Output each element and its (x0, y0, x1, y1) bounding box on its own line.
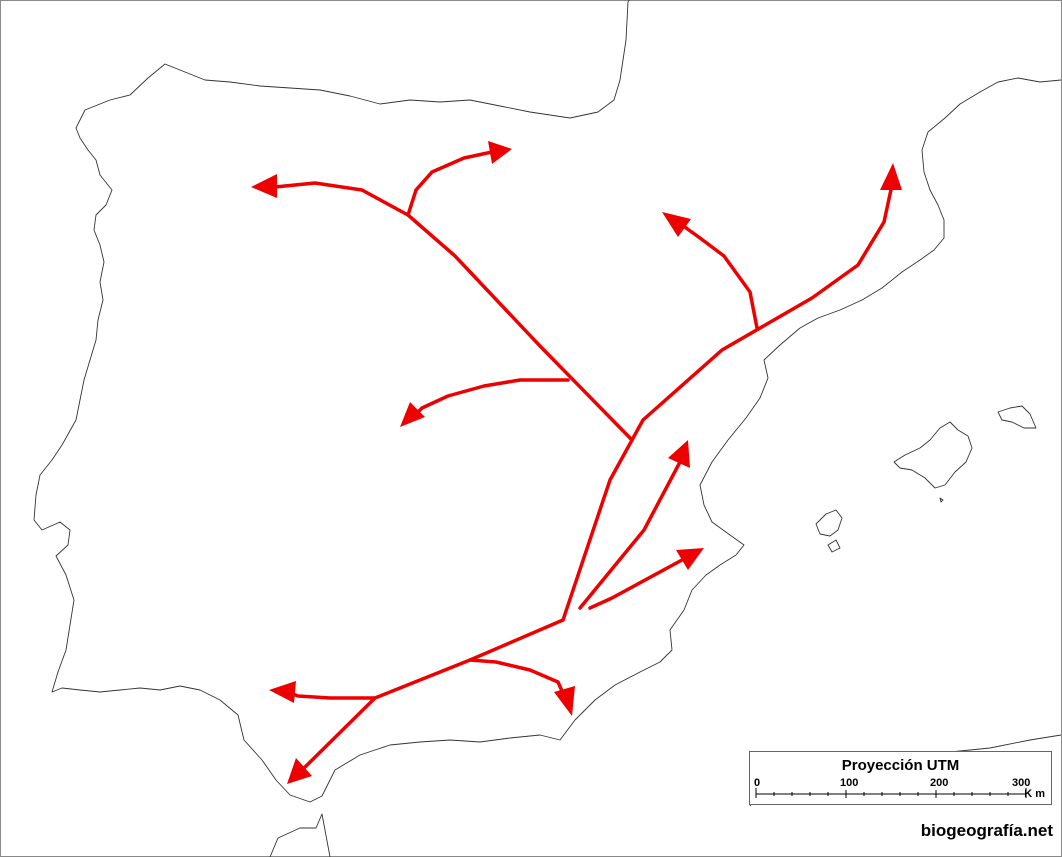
scale-bar (755, 788, 1027, 798)
projection-title: Proyección UTM (841, 757, 960, 774)
arrow-ebro (662, 212, 691, 237)
arrow-north (488, 141, 512, 164)
route-alicante (588, 558, 684, 610)
route-center (408, 378, 570, 422)
arrow-west-andalusia (269, 681, 296, 703)
arrow-northeast (880, 163, 902, 190)
ibiza-island (815, 509, 843, 537)
arrow-alicante (676, 548, 704, 570)
scale-label-0: 0 (754, 777, 761, 789)
scale-label-300: 300 (1012, 777, 1031, 789)
arrow-center (400, 402, 425, 427)
arrow-almeria (554, 686, 575, 716)
route-valencia (578, 460, 682, 610)
cabrera-island (939, 497, 944, 503)
mallorca-island (893, 421, 973, 489)
scale-unit: K m (1024, 788, 1045, 800)
arrow-gibraltar (287, 758, 312, 784)
route-southwest-main (286, 618, 565, 700)
source-credit: biogeografía.net (920, 821, 1053, 840)
arrow-northwest (251, 174, 277, 198)
route-ebro (680, 223, 759, 330)
scale-bar-box: Proyección UTM 0 100 200 300 K m (749, 751, 1052, 805)
dispersal-routes (251, 141, 902, 784)
route-almeria (468, 658, 567, 700)
menorca-island (997, 405, 1037, 429)
route-north (406, 150, 494, 217)
arrow-valencia (668, 440, 690, 468)
france-coastline (627, 0, 630, 3)
scale-label-200: 200 (930, 777, 949, 789)
route-main-northeast (561, 183, 894, 622)
route-gibraltar (298, 696, 377, 774)
africa-coastline-west (269, 813, 331, 857)
formentera-island (827, 539, 841, 553)
scale-label-100: 100 (840, 777, 859, 789)
iberia-coastline (33, 1, 1062, 803)
